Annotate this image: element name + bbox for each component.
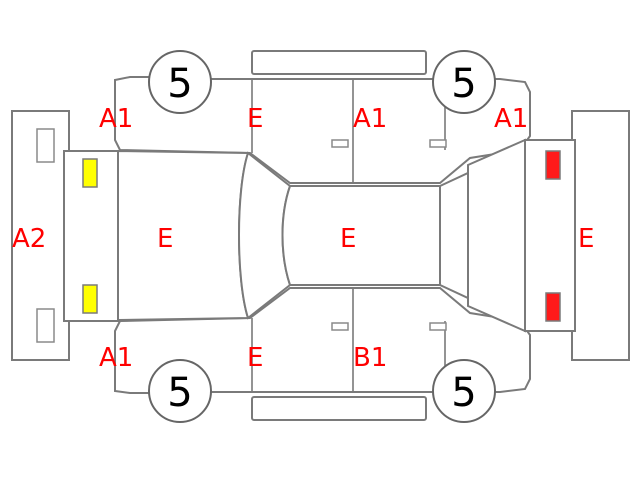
top-view-body	[63, 138, 576, 333]
wheel-rear-left: 5	[148, 359, 212, 423]
code-rear-right-door: B1	[353, 343, 387, 373]
tire-label-front-right: 5	[451, 61, 476, 107]
code-rear-left-door: A1	[353, 104, 387, 134]
code-front-left-fender: A1	[99, 104, 133, 134]
tire-label-rear-left: 5	[167, 370, 192, 416]
code-roof: E	[340, 224, 356, 254]
code-front-left-door: E	[247, 104, 263, 134]
code-rear-bumper: E	[578, 224, 594, 254]
tire-label-front-left: 5	[167, 61, 192, 107]
wheel-front-left: 5	[148, 50, 212, 114]
side-skirt-bottom	[251, 396, 427, 421]
code-hood: E	[157, 224, 173, 254]
wheel-front-right: 5	[432, 50, 496, 114]
tire-label-rear-right: 5	[451, 370, 476, 416]
rear-lamp-top	[545, 150, 561, 180]
front-lamp-bottom	[82, 284, 98, 314]
code-front-right-door: E	[247, 343, 263, 373]
rear-lamp-bottom	[545, 292, 561, 322]
code-front-right-fender: A1	[99, 343, 133, 373]
wheel-rear-right: 5	[432, 359, 496, 423]
code-rear-left-quarter: A1	[494, 104, 528, 134]
code-front-bumper: A2	[12, 224, 46, 254]
side-skirt-top	[251, 50, 427, 75]
front-lamp-top	[82, 158, 98, 188]
front-bumper	[11, 110, 70, 361]
